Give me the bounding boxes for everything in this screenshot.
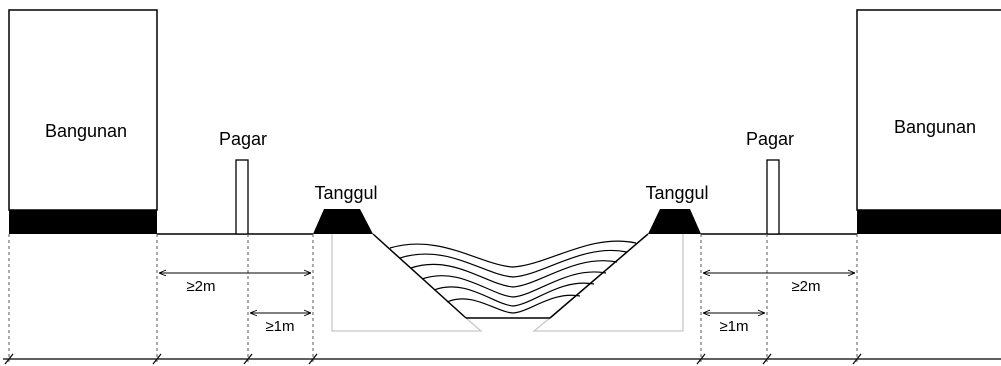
baseline: [3, 353, 1001, 365]
building-right: Bangunan: [856, 9, 1001, 234]
water-wave: [446, 294, 581, 314]
water-wave: [399, 249, 628, 278]
fence-left: Pagar: [219, 129, 267, 235]
baseline-tick: [696, 353, 706, 365]
channel-outline-left: [331, 234, 483, 332]
building-right-label: Bangunan: [894, 117, 976, 137]
reference-lines: [8, 234, 858, 362]
building-right-foundation: [857, 210, 1001, 234]
baseline-tick: [308, 353, 318, 365]
building-left-foundation: [9, 210, 157, 234]
channel-bank-left: [372, 233, 467, 319]
water-waves: [389, 240, 637, 314]
water-wave: [433, 282, 595, 307]
levee-right-label: Tanggul: [645, 183, 708, 203]
dimension-left-2m: ≥2m: [159, 273, 311, 295]
water-wave: [410, 260, 618, 288]
fence-right: Pagar: [746, 129, 794, 235]
water-wave: [389, 240, 637, 268]
baseline-tick: [4, 353, 14, 365]
baseline-tick: [243, 353, 253, 365]
fence-left-label: Pagar: [219, 129, 267, 149]
building-left: Bangunan: [8, 9, 158, 234]
dimension-right-1m: ≥1m: [703, 313, 765, 335]
baseline-tick: [852, 353, 862, 365]
baseline-tick: [152, 353, 162, 365]
dimension-left-1m: ≥1m: [250, 313, 311, 335]
channel-outline-right: [532, 234, 684, 332]
dimension-right-1m-label: ≥1m: [719, 318, 748, 335]
levee-left-label: Tanggul: [314, 183, 377, 203]
river-channel: [331, 233, 684, 332]
water-wave: [421, 271, 607, 298]
levee-right: Tanggul: [645, 183, 709, 234]
baseline-tick: [762, 353, 772, 365]
dimension-right-2m-label: ≥2m: [791, 278, 820, 295]
dimension-right-2m: ≥2m: [703, 273, 855, 295]
fence-right-label: Pagar: [746, 129, 794, 149]
dimension-left-1m-label: ≥1m: [265, 318, 294, 335]
channel-bank-right: [549, 233, 649, 319]
levee-left: Tanggul: [313, 183, 378, 234]
dimension-left-2m-label: ≥2m: [186, 278, 215, 295]
building-left-label: Bangunan: [45, 121, 127, 141]
